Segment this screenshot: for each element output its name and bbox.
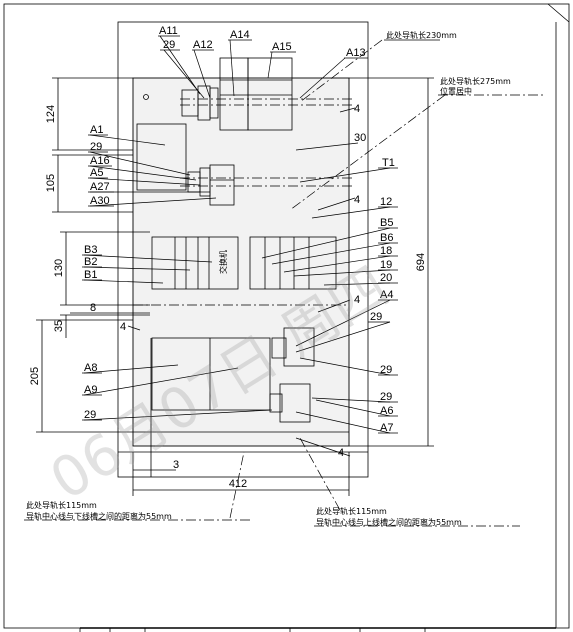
label-4-e: 4: [338, 447, 344, 459]
label-8: 8: [90, 302, 96, 314]
label-30: 30: [354, 132, 366, 144]
note-mid-rail-2: 导轨中心线与上线槽之间的距离为55mm: [316, 517, 462, 527]
dim-412: 412: [229, 478, 247, 490]
label-4-c: 4: [354, 294, 360, 306]
note-right-rail-1: 此处导轨长275mm: [440, 76, 511, 86]
note-top-rail: 此处导轨长230mm: [386, 30, 457, 40]
label-B1: B1: [84, 269, 97, 281]
label-A5: A5: [90, 167, 103, 179]
label-29-r1: 29: [380, 364, 392, 376]
device-note: 交换机: [218, 250, 228, 274]
note-left-rail-2: 导轨中心线与下线槽之间的距离为55mm: [26, 511, 172, 521]
label-B2: B2: [84, 256, 97, 268]
label-A6: A6: [380, 405, 393, 417]
label-A1: A1: [90, 124, 103, 136]
frame-corner-mark: [547, 3, 570, 23]
device-A4-group: [271, 327, 315, 367]
label-4-d: 4: [120, 321, 126, 333]
dimension-lines: [36, 77, 434, 496]
component-labels: A11 29 A12 A14 A15 A13 4 30 A1 29 A16 A5…: [84, 25, 395, 459]
dim-124: 124: [45, 105, 57, 123]
label-B5: B5: [380, 217, 393, 229]
label-A7: A7: [380, 422, 393, 434]
label-4-b: 4: [354, 194, 360, 206]
dim-130: 130: [53, 259, 65, 277]
label-29-top: 29: [163, 39, 175, 51]
label-A11: A11: [159, 25, 178, 37]
dim-694: 694: [415, 253, 427, 271]
dim-35: 35: [53, 320, 65, 332]
top-device-group: [181, 57, 293, 131]
label-A13: A13: [346, 47, 366, 59]
device-B-group: 交换机: [151, 236, 239, 290]
label-B6: B6: [380, 232, 393, 244]
label-19: 19: [380, 259, 392, 271]
label-A27: A27: [90, 181, 110, 193]
dim-3: 3: [173, 459, 179, 471]
label-29-r2: 29: [380, 391, 392, 403]
label-12: 12: [380, 196, 392, 208]
label-B3: B3: [84, 244, 97, 256]
mounting-plate: [132, 77, 350, 447]
label-T1: T1: [382, 157, 395, 169]
middle-device-group: [187, 164, 235, 206]
cabinet-outline: [117, 21, 369, 478]
leader-lines: [83, 35, 446, 519]
label-A15: A15: [272, 41, 292, 53]
label-A12: A12: [193, 39, 213, 51]
mounting-hole: [143, 94, 149, 100]
note-mid-rail-1: 此处导轨长115mm: [316, 506, 387, 516]
dim-205: 205: [29, 367, 41, 385]
device-A6-group: [269, 383, 311, 423]
label-29-bl: 29: [84, 409, 96, 421]
label-18: 18: [380, 245, 392, 257]
device-B5-group: [249, 236, 337, 290]
label-29-a4: 29: [370, 311, 382, 323]
dim-105: 105: [45, 174, 57, 192]
label-A4: A4: [380, 289, 393, 301]
label-A16: A16: [90, 155, 110, 167]
label-A8: A8: [84, 362, 97, 374]
label-29-mid: 29: [90, 141, 102, 153]
label-20: 20: [380, 272, 392, 284]
device-A1: [136, 123, 187, 191]
dimension-texts: 124 105 130 35 205 694 3 412: [29, 105, 427, 490]
label-4-a: 4: [354, 103, 360, 115]
note-left-rail-1: 此处导轨长115mm: [26, 500, 97, 510]
note-right-rail-2: 位置居中: [440, 86, 472, 96]
title-block: [79, 627, 556, 632]
label-A14: A14: [230, 29, 250, 41]
device-A8-group: [151, 337, 271, 411]
annotation-notes: 此处导轨长230mm 此处导轨长275mm 位置居中 此处导轨长115mm 导轨…: [26, 30, 511, 527]
label-A9: A9: [84, 384, 97, 396]
label-underlines: [24, 35, 545, 527]
label-A30: A30: [90, 195, 110, 207]
